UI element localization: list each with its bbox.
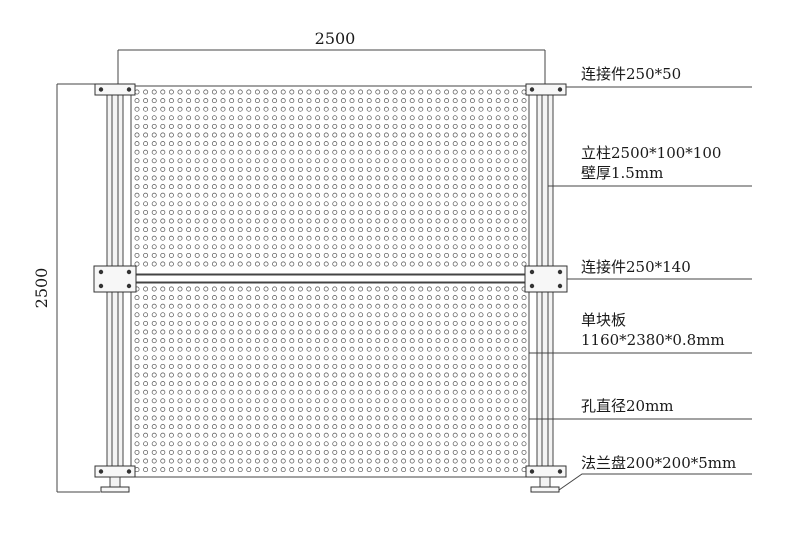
panel-top-holes	[134, 89, 527, 267]
flange-left	[100, 476, 130, 493]
label-post-size: 立柱2500*100*100	[581, 144, 721, 162]
width-label: 2500	[315, 29, 356, 48]
connector-bottom-left	[94, 465, 136, 478]
width-dimension: 2500	[117, 29, 546, 84]
panel-top	[130, 85, 530, 275]
flange-right	[530, 476, 560, 493]
label-panel-size: 1160*2380*0.8mm	[581, 331, 725, 349]
middle-rail	[131, 274, 529, 283]
height-dimension: 2500	[32, 83, 100, 493]
label-flange: 法兰盘200*200*5mm	[581, 454, 736, 472]
label-post-wall: 壁厚1.5mm	[581, 164, 663, 182]
connector-top-right	[525, 83, 567, 96]
panel-bottom-holes	[134, 286, 527, 473]
label-panel-title: 单块板	[581, 311, 626, 329]
connector-top-left	[94, 83, 136, 96]
label-connector-top: 连接件250*50	[581, 65, 681, 83]
leader-lines	[529, 86, 752, 491]
label-connector-mid: 连接件250*140	[581, 258, 691, 276]
height-label: 2500	[32, 268, 51, 309]
connector-mid-right	[524, 265, 568, 293]
connector-mid-left	[93, 265, 137, 293]
label-hole-diameter: 孔直径20mm	[581, 397, 674, 415]
connector-bottom-right	[525, 465, 567, 478]
panel-bottom	[130, 282, 530, 478]
